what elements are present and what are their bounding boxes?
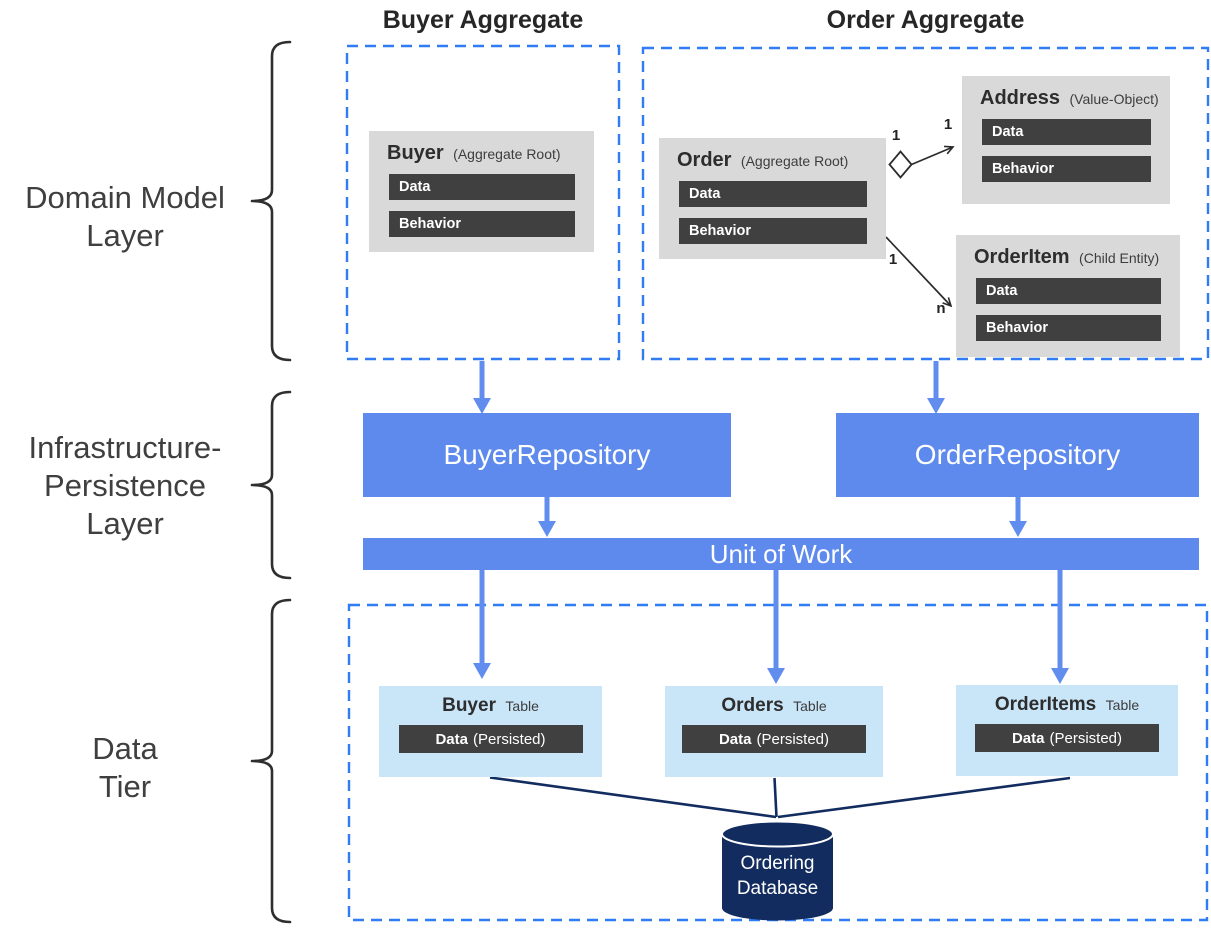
table-title: OrderItems Table bbox=[956, 694, 1178, 716]
brace-data-tier bbox=[250, 598, 292, 924]
arrow-order-aggregate-to-orderrepository bbox=[927, 361, 945, 414]
table-title: Buyer Table bbox=[379, 695, 602, 717]
arrow-unit-of-work-to-orderitems-table bbox=[1051, 570, 1069, 684]
entity-title: Address (Value-Object) bbox=[980, 87, 1162, 110]
aggregation-diamond-order bbox=[888, 150, 913, 179]
entity-behavior-bar: Behavior bbox=[982, 156, 1151, 182]
entity-stereotype: (Value-Object) bbox=[1069, 91, 1159, 107]
connector-orders-table-to-database bbox=[773, 777, 778, 818]
entity-stereotype: (Aggregate Root) bbox=[740, 153, 849, 169]
entity-behavior-bar: Behavior bbox=[679, 218, 867, 244]
label-line: Layer bbox=[86, 218, 164, 253]
entity-card-order: Order (Aggregate Root) Data Behavior bbox=[659, 138, 886, 259]
entity-name: Buyer bbox=[387, 142, 444, 164]
entity-behavior-bar: Behavior bbox=[389, 211, 575, 237]
buyer-repository-box: BuyerRepository bbox=[363, 413, 731, 497]
database-cylinder-top bbox=[721, 820, 834, 848]
entity-stereotype: (Aggregate Root) bbox=[453, 146, 561, 162]
entity-data-bar: Data bbox=[389, 174, 575, 200]
table-card-orderitems: OrderItems Table Data (Persisted) bbox=[956, 685, 1178, 776]
table-data-bar: Data (Persisted) bbox=[682, 725, 866, 753]
table-suffix: Table bbox=[793, 698, 827, 714]
arrow-buyerrepository-to-unit-of-work bbox=[538, 497, 556, 537]
unit-of-work-bar: Unit of Work bbox=[363, 538, 1199, 570]
label-data-tier: Data Tier bbox=[10, 730, 240, 806]
order-aggregate-title: Order Aggregate bbox=[826, 6, 1025, 34]
order-aggregate-border bbox=[641, 46, 1210, 361]
table-name: Buyer bbox=[442, 695, 496, 716]
entity-data-bar: Data bbox=[679, 181, 867, 207]
database-label-line: Ordering bbox=[740, 853, 815, 874]
connector-orderitems-table-to-database bbox=[777, 776, 1071, 819]
table-data-bar: Data (Persisted) bbox=[398, 725, 583, 753]
table-suffix: Table bbox=[1105, 697, 1140, 713]
brace-infrastructure-layer bbox=[250, 390, 292, 580]
table-title: Orders Table bbox=[665, 695, 883, 717]
entity-title: Order (Aggregate Root) bbox=[677, 149, 878, 172]
table-bar-qualifier: (Persisted) bbox=[1049, 729, 1123, 747]
table-suffix: Table bbox=[505, 698, 539, 714]
ordering-database-label: Ordering Database bbox=[720, 851, 835, 901]
label-line: Data bbox=[92, 731, 158, 766]
entity-stereotype: (Child Entity) bbox=[1079, 250, 1160, 266]
order-repository-box: OrderRepository bbox=[836, 413, 1199, 497]
table-bar-name: Data bbox=[435, 730, 468, 748]
connector-buyer-table-to-database bbox=[489, 776, 777, 819]
entity-card-buyer: Buyer (Aggregate Root) Data Behavior bbox=[369, 131, 594, 252]
table-card-buyer: Buyer Table Data (Persisted) bbox=[379, 686, 602, 777]
relation-order-to-orderitem bbox=[885, 236, 953, 308]
table-card-orders: Orders Table Data (Persisted) bbox=[665, 686, 883, 777]
label-line: Tier bbox=[98, 769, 152, 804]
arrow-buyer-aggregate-to-buyerrepository bbox=[473, 361, 491, 414]
brace-domain-model-layer bbox=[250, 40, 292, 362]
table-data-bar: Data (Persisted) bbox=[975, 724, 1159, 752]
entity-name: Address bbox=[980, 87, 1061, 109]
entity-behavior-bar: Behavior bbox=[976, 315, 1161, 341]
buyer-aggregate-border bbox=[345, 44, 621, 361]
label-infrastructure-persistence-layer: Infrastructure- Persistence Layer bbox=[10, 429, 240, 543]
table-name: Orders bbox=[721, 695, 784, 716]
relation-order-to-address bbox=[911, 145, 955, 166]
table-bar-name: Data bbox=[1011, 729, 1045, 747]
label-line: Persistence bbox=[44, 468, 206, 503]
buyer-aggregate-title: Buyer Aggregate bbox=[382, 6, 584, 34]
multiplicity-order-address-source: 1 bbox=[891, 126, 901, 144]
label-line: Domain Model bbox=[25, 180, 225, 215]
arrow-unit-of-work-to-orders-table bbox=[767, 570, 785, 684]
database-label-line: Database bbox=[736, 878, 819, 899]
multiplicity-order-orderitem-target: n bbox=[936, 299, 946, 317]
table-bar-name: Data bbox=[718, 730, 752, 748]
entity-title: OrderItem (Child Entity) bbox=[974, 246, 1172, 269]
entity-card-address: Address (Value-Object) Data Behavior bbox=[962, 76, 1170, 204]
arrow-unit-of-work-to-buyer-table bbox=[473, 570, 491, 679]
database-cylinder-body bbox=[722, 821, 833, 921]
table-bar-qualifier: (Persisted) bbox=[472, 730, 546, 748]
arrow-orderrepository-to-unit-of-work bbox=[1009, 497, 1027, 537]
entity-name: OrderItem bbox=[974, 246, 1070, 268]
entity-title: Buyer (Aggregate Root) bbox=[387, 142, 586, 165]
multiplicity-order-address-target: 1 bbox=[943, 115, 953, 133]
entity-card-orderitem: OrderItem (Child Entity) Data Behavior bbox=[956, 235, 1180, 357]
entity-data-bar: Data bbox=[976, 278, 1161, 304]
multiplicity-order-orderitem-source: 1 bbox=[888, 250, 898, 268]
table-bar-qualifier: (Persisted) bbox=[756, 730, 830, 748]
entity-data-bar: Data bbox=[982, 119, 1151, 145]
label-line: Infrastructure- bbox=[28, 430, 222, 465]
entity-name: Order bbox=[677, 149, 732, 171]
table-name: OrderItems bbox=[994, 694, 1097, 715]
label-line: Layer bbox=[86, 506, 164, 541]
label-domain-model-layer: Domain Model Layer bbox=[10, 179, 240, 255]
